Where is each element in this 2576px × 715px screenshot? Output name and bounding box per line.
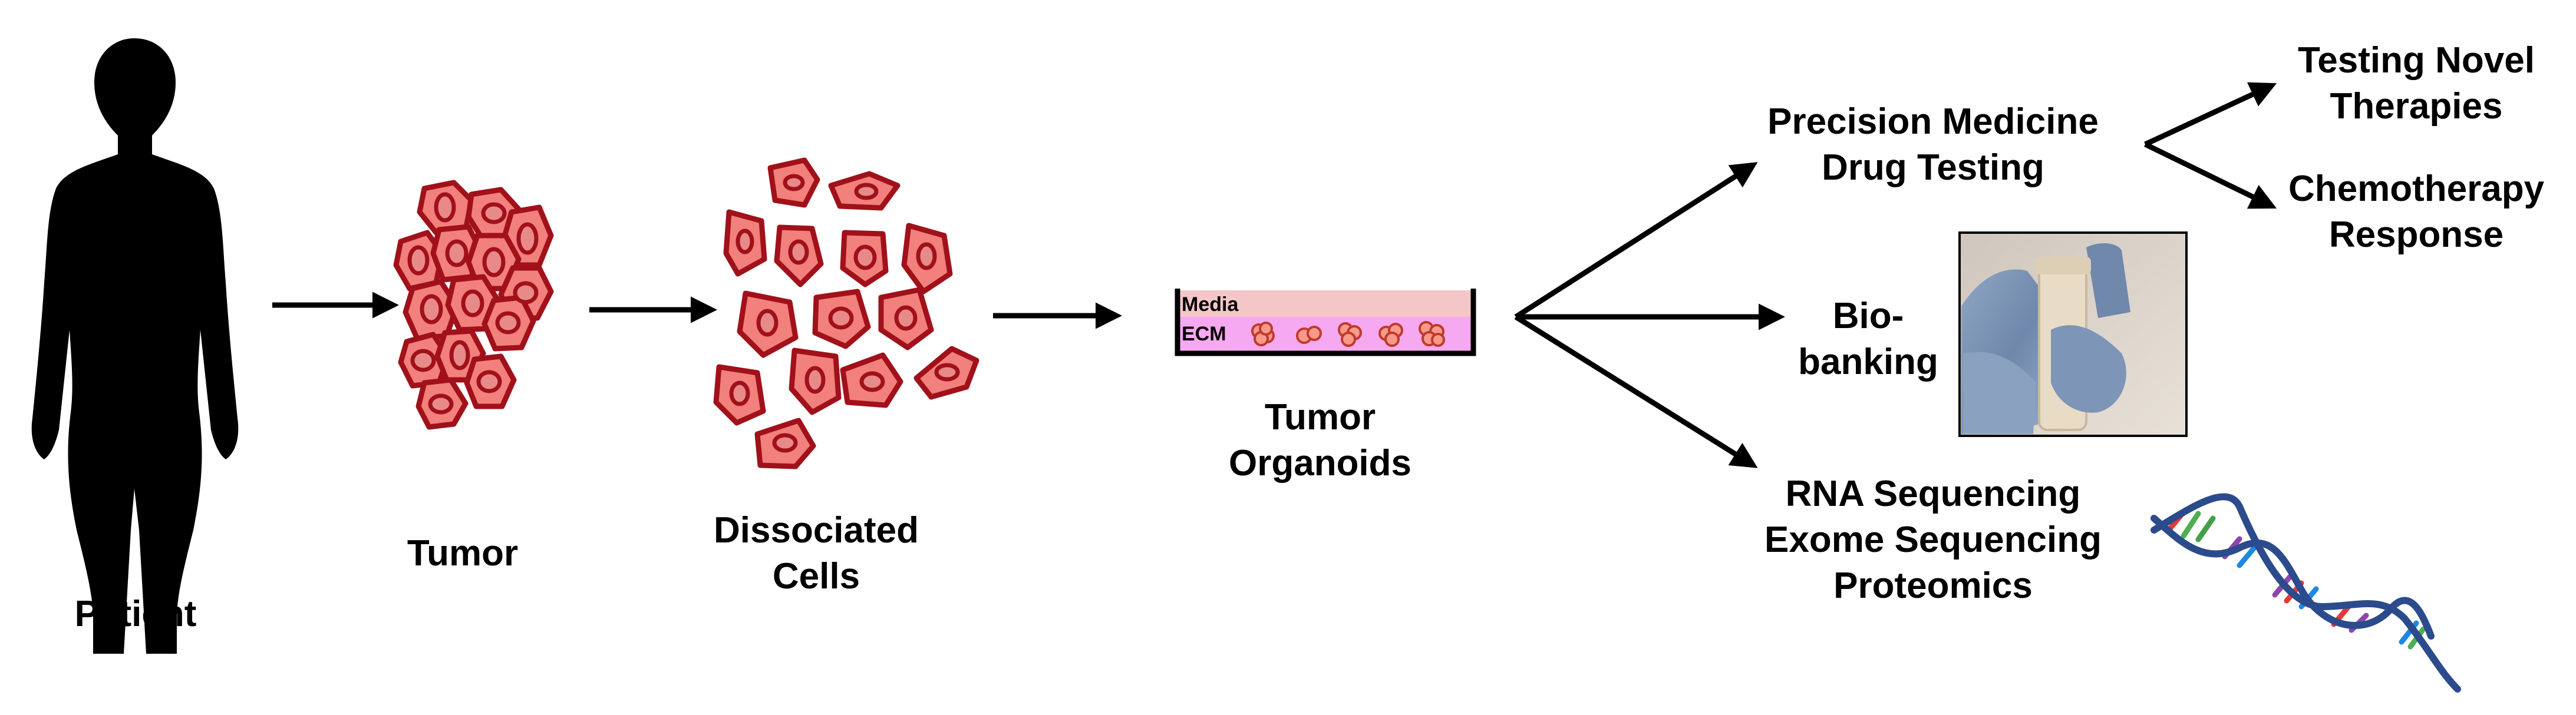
label-precision-line2: Drug Testing [1822,147,2044,188]
cell [774,224,824,287]
label-dissociated-cells: Dissociated Cells [684,508,949,600]
tumor-cells-cluster [393,180,554,430]
label-ecm-text: ECM [1182,323,1226,345]
label-tumor: Tumor [377,531,548,577]
arrow-to-sequencing [1514,315,1758,468]
cell [840,230,889,287]
cell [737,290,799,358]
label-ecm: ECM [1182,323,1226,346]
label-precision-line1: Precision Medicine [1767,101,2099,142]
cell [713,364,766,426]
label-seq-line2: Exome Sequencing [1764,519,2102,560]
cell [840,352,903,408]
label-organoids-line1: Tumor [1264,397,1376,438]
label-seq-line1: RNA Sequencing [1785,474,2081,514]
cell [812,289,871,349]
label-organoids-line2: Organoids [1228,443,1412,484]
label-patient: Patient [47,591,224,637]
label-tumor-organoids: Tumor Organoids [1188,395,1453,486]
label-biobanking: Bio- banking [1786,293,1951,385]
label-dissociated-line2: Cells [772,556,860,597]
label-novel-line1: Testing Novel [2298,40,2535,81]
label-dissociated-line1: Dissociated [713,510,919,551]
label-novel-line2: Therapies [2330,86,2503,127]
label-media-text: Media [1182,293,1239,316]
media-layer [1177,290,1472,317]
arrow-to-precision [1514,162,1758,319]
label-testing-novel-therapies: Testing Novel Therapies [2275,38,2558,130]
label-chemo-line1: Chemotherapy [2288,168,2545,209]
label-biobank-line2: banking [1798,342,1938,382]
cell [723,209,767,277]
label-sequencing: RNA Sequencing Exome Sequencing Proteomi… [1744,471,2122,609]
organoid-culture-well [1175,289,1476,356]
label-precision-medicine: Precision Medicine Drug Testing [1744,99,2122,191]
label-media: Media [1182,293,1238,316]
cell [901,223,953,294]
dna-helix-icon [2150,493,2461,693]
label-chemotherapy-response: Chemotherapy Response [2275,166,2558,258]
cell [767,157,820,208]
cell [754,418,816,469]
label-biobank-line1: Bio- [1832,296,1904,336]
label-chemo-line2: Response [2328,214,2504,255]
cell [913,346,979,400]
flow-arrows [272,82,2277,468]
cell [878,287,934,350]
label-seq-line3: Proteomics [1833,565,2033,606]
cell [828,171,901,211]
organoids [1251,321,1445,347]
arrow-to-novel [2144,82,2277,147]
cell [789,347,842,415]
arrow-to-chemo [2144,141,2277,209]
dissociated-cells-group [713,157,979,469]
biobanking-photo [1958,231,2188,437]
label-patient-text: Patient [74,594,197,634]
patient-silhouette-icon [31,38,239,654]
label-tumor-text: Tumor [407,533,519,574]
